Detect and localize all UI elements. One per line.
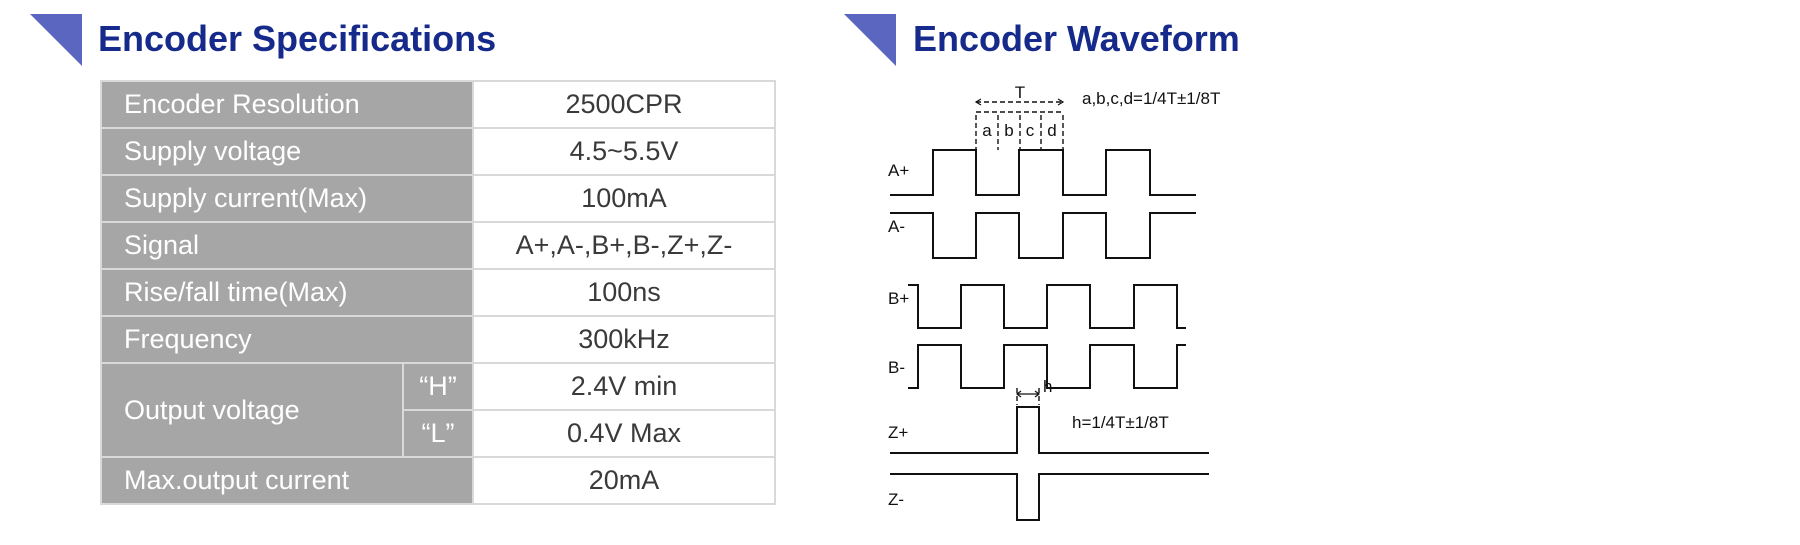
- spec-value: 4.5~5.5V: [472, 127, 776, 176]
- signal-label-b-plus: B+: [888, 289, 909, 308]
- spec-value: 100mA: [472, 174, 776, 223]
- spec-label: Supply voltage: [100, 127, 474, 176]
- signal-b-plus-wave: [908, 284, 1186, 329]
- spec-label: Signal: [100, 221, 474, 270]
- output-high-label: “H”: [402, 362, 474, 411]
- spec-value: A+,A-,B+,B-,Z+,Z-: [472, 221, 776, 270]
- output-low-label: “L”: [402, 409, 474, 458]
- signal-b-minus-wave: [908, 344, 1186, 389]
- signal-label-a-plus: A+: [888, 161, 909, 180]
- section-corner-marker: [844, 14, 896, 66]
- spec-value: 300kHz: [472, 315, 776, 364]
- h-label: h: [1043, 377, 1052, 396]
- spec-value: 100ns: [472, 268, 776, 317]
- spec-label: Rise/fall time(Max): [100, 268, 474, 317]
- signal-label-a-minus: A-: [888, 217, 905, 236]
- specifications-title: Encoder Specifications: [98, 18, 497, 59]
- waveform-title: Encoder Waveform: [913, 18, 1240, 59]
- spec-value: 2500CPR: [472, 80, 776, 129]
- table-row: “L” 0.4V Max: [101, 409, 776, 458]
- signal-a-minus-wave: [890, 212, 1196, 259]
- specifications-table: Encoder Resolution 2500CPR Supply voltag…: [100, 80, 776, 505]
- section-corner-marker: [30, 14, 82, 66]
- spec-label: Max.output current: [100, 456, 474, 505]
- table-row: Supply voltage 4.5~5.5V: [100, 127, 776, 176]
- dimension-arrowhead: [974, 98, 982, 106]
- table-row: Frequency 300kHz: [100, 315, 776, 364]
- phase-label-a: a: [982, 121, 992, 140]
- spec-label: Encoder Resolution: [100, 80, 474, 129]
- table-row: Output voltage “H” 2.4V min: [100, 362, 776, 458]
- output-low-value: 0.4V Max: [472, 409, 776, 458]
- dimension-arrowhead: [1016, 390, 1022, 398]
- table-row: Rise/fall time(Max) 100ns: [100, 268, 776, 317]
- table-row: Signal A+,A-,B+,B-,Z+,Z-: [100, 221, 776, 270]
- spec-label: Frequency: [100, 315, 474, 364]
- dimension-arrowhead: [1057, 98, 1065, 106]
- spec-value: 20mA: [472, 456, 776, 505]
- period-label: T: [1015, 83, 1025, 102]
- output-high-value: 2.4V min: [472, 362, 776, 411]
- signal-label-b-minus: B-: [888, 358, 905, 377]
- signal-label-z-plus: Z+: [888, 423, 908, 442]
- table-row: Supply current(Max) 100mA: [100, 174, 776, 223]
- dimension-arrowhead: [1034, 390, 1040, 398]
- phase-formula: a,b,c,d=1/4T±1/8T: [1082, 89, 1220, 108]
- signal-z-minus-wave: [890, 473, 1209, 521]
- spec-label-output-voltage: Output voltage: [100, 362, 404, 458]
- spec-label: Supply current(Max): [100, 174, 474, 223]
- table-row: Max.output current 20mA: [100, 456, 776, 505]
- table-row: Encoder Resolution 2500CPR: [100, 80, 776, 129]
- signal-a-plus-wave: [890, 149, 1196, 196]
- phase-label-c: c: [1026, 121, 1035, 140]
- phase-label-d: d: [1047, 121, 1056, 140]
- signal-label-z-minus: Z-: [888, 490, 904, 509]
- signal-z-plus-wave: [890, 406, 1209, 454]
- encoder-waveform-diagram: T a,b,c,d=1/4T±1/8T a b c d h h=1/4T±1/8…: [888, 83, 1220, 521]
- h-formula: h=1/4T±1/8T: [1072, 413, 1169, 432]
- phase-label-b: b: [1004, 121, 1013, 140]
